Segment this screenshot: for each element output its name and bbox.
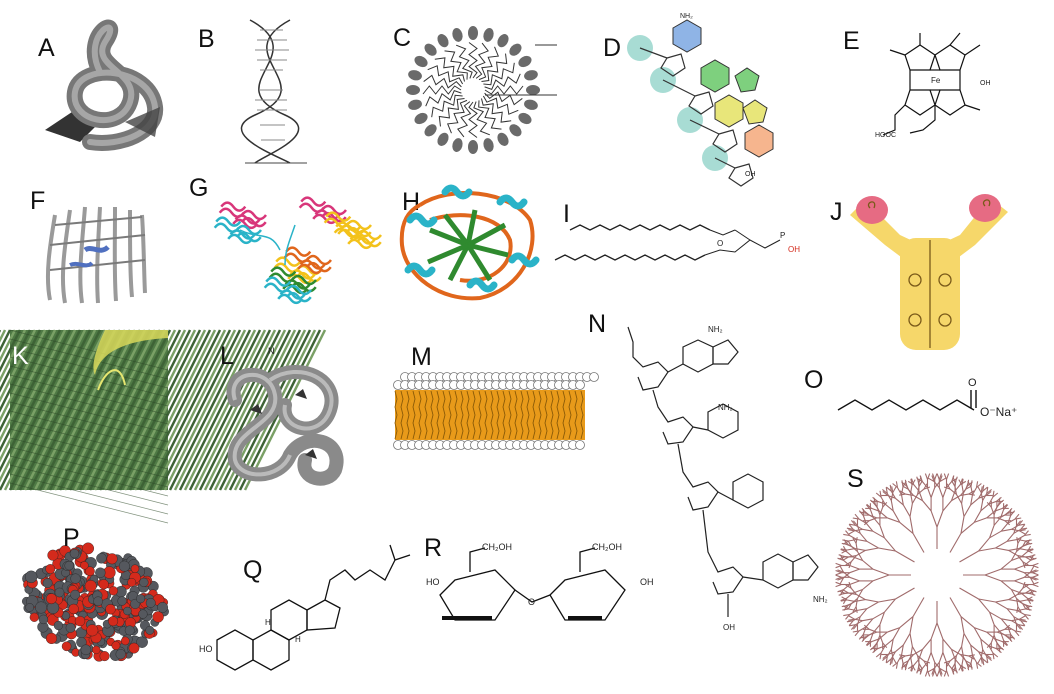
- beta-barrel-protein: [45, 206, 147, 304]
- space-filling-protein: [21, 542, 169, 662]
- panel-o: O O O⁻Na⁺: [800, 360, 1040, 430]
- panel-h: H: [390, 180, 540, 305]
- sodium-salt-label: O⁻Na⁺: [980, 405, 1017, 419]
- hydroxyl-label: OH: [745, 171, 756, 178]
- panel-l: L N: [210, 340, 355, 490]
- amine-label: NH₂: [680, 13, 693, 20]
- panel-k: K: [0, 329, 327, 524]
- panel-label-l: L: [220, 342, 234, 370]
- collagen-fiber-micrograph: [0, 329, 327, 524]
- panel-r: R CH₂OH CH₂OH HO OH O: [420, 530, 670, 670]
- panel-label-b: B: [198, 25, 215, 53]
- o-label-r: O: [528, 597, 535, 607]
- oh-label-r: OH: [640, 577, 654, 587]
- dendrimer-illustration: [835, 473, 1039, 677]
- panel-s: S: [825, 455, 1050, 685]
- protein-tube-illustration: [45, 19, 164, 151]
- ho-label-r: HO: [426, 577, 440, 587]
- ho-label-q: HO: [199, 644, 213, 654]
- h-label-q1: H: [265, 618, 271, 627]
- panel-label-i: I: [563, 200, 570, 228]
- micelle-illustration: [406, 26, 557, 154]
- panel-label-k: K: [12, 342, 29, 370]
- panel-g: G: [185, 170, 382, 310]
- panel-label-m: M: [411, 343, 432, 371]
- carbonyl-o-label: O: [968, 377, 977, 389]
- svg-text:Fe: Fe: [931, 76, 941, 85]
- panel-label-g: G: [189, 174, 209, 202]
- panel-b: B: [195, 15, 330, 165]
- panel-d: D NH₂ OH: [595, 8, 790, 188]
- protein-tube-knot-illustration: N: [226, 346, 344, 486]
- panel-c: C: [385, 20, 560, 160]
- svg-text:P: P: [780, 231, 785, 240]
- oh-label-n: OH: [723, 623, 735, 632]
- oh-label-e: OH: [980, 80, 991, 87]
- panel-p: P: [15, 520, 175, 675]
- multidomain-protein-ribbon: [213, 196, 382, 305]
- cholesterol-structure: HO H H: [199, 544, 411, 671]
- panel-label-a: A: [38, 34, 55, 62]
- dna-helix-diagram: [240, 19, 307, 164]
- panel-label-d: D: [603, 34, 622, 62]
- panel-f: F: [30, 185, 170, 310]
- nh2-label-n3: NH₂: [813, 595, 828, 604]
- panel-n: N NH₂ NH₂ NH₂ OH: [588, 312, 838, 662]
- panel-label-p: P: [63, 524, 80, 552]
- n-terminus-label: N: [268, 346, 275, 356]
- panel-i: I O P OH: [545, 190, 805, 285]
- heme-structure: Fe HOOC OH: [875, 32, 991, 139]
- fatty-acid-salt-structure: O O⁻Na⁺: [837, 377, 1017, 419]
- panel-j: J: [830, 180, 1035, 355]
- panel-label-s: S: [847, 465, 864, 493]
- panel-label-r: R: [424, 534, 443, 562]
- panel-a: A: [30, 12, 170, 162]
- h-label-q2: H: [295, 635, 301, 644]
- tim-barrel-protein: [399, 184, 540, 301]
- ch2oh-label-r1: CH₂OH: [482, 542, 512, 552]
- disaccharide-structure: CH₂OH CH₂OH HO OH O: [426, 542, 654, 621]
- phospholipid-structure: O P OH: [554, 224, 800, 261]
- panel-m: M: [385, 343, 599, 460]
- panel-label-o: O: [804, 366, 824, 394]
- nucleotide-chain-diagram: NH₂ OH: [627, 13, 774, 187]
- panel-label-f: F: [30, 187, 46, 215]
- panel-q: Q HO H H: [195, 530, 415, 671]
- nh2-label-n2: NH₂: [718, 403, 733, 412]
- antibody-illustration: [850, 194, 1008, 350]
- panel-label-c: C: [393, 24, 412, 52]
- svg-text:OH: OH: [788, 245, 800, 254]
- panel-label-e: E: [843, 27, 860, 55]
- panel-label-n: N: [588, 310, 607, 338]
- ch2oh-label-r2: CH₂OH: [592, 542, 622, 552]
- panel-label-q: Q: [243, 556, 263, 584]
- o-label-i1: O: [717, 239, 723, 248]
- dna-strand-structure: NH₂ NH₂ NH₂ OH: [627, 325, 828, 632]
- panel-e: E Fe HOOC OH: [835, 15, 1035, 145]
- panel-label-j: J: [830, 198, 843, 226]
- lipid-bilayer-illustration: [393, 372, 599, 450]
- nh2-label-n1: NH₂: [708, 325, 723, 334]
- hooc-label-1: HOOC: [875, 132, 896, 139]
